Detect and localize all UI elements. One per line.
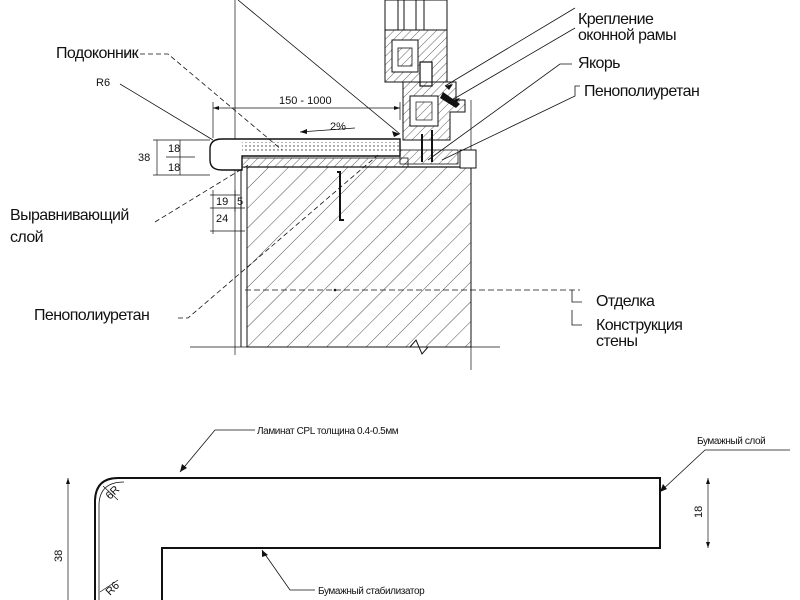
section-view: Крепление оконной рамы Якорь Пенополиуре…: [10, 0, 700, 370]
label-paper-layer: Бумажный слой: [697, 436, 765, 447]
dim-detail-total: 38: [53, 550, 65, 562]
anchor: [337, 171, 344, 221]
label-paper-stabilizer: Бумажный стабилизатор: [318, 585, 425, 597]
label-radius-detail-bottom: R6: [104, 580, 122, 598]
window-frame: [384, 0, 466, 162]
label-laminate: Ламинат CPL толщина 0.4-0.5мм: [257, 426, 399, 437]
frame-support: [459, 149, 477, 169]
dim-sill-depth: 150 - 1000: [279, 95, 332, 107]
dim-thickness-total: 38: [138, 152, 150, 164]
window-sill: [209, 138, 401, 171]
label-finish: Отделка: [596, 293, 655, 310]
label-pu-foam-top: Пенополиуретан: [584, 83, 699, 100]
dimensions: [153, 102, 401, 234]
label-leveling-2: слой: [10, 229, 43, 246]
dim-gap: 5: [237, 196, 243, 208]
label-pu-foam-bottom: Пенополиуретан: [34, 307, 149, 324]
label-radius-top: R6: [96, 77, 110, 89]
dim-slope: 2%: [330, 121, 346, 133]
dim-overhang-total: 24: [216, 213, 228, 225]
dim-thickness-lower: 18: [168, 162, 180, 174]
label-sill: Подоконник: [56, 45, 140, 62]
label-wall-structure-2: стены: [596, 333, 637, 350]
profile-detail: Ламинат CPL толщина 0.4-0.5мм Бумажный с…: [53, 426, 790, 600]
label-frame-fixing-1: Крепление: [578, 11, 654, 28]
dim-overhang: 19: [216, 196, 228, 208]
leader-laminate: [179, 429, 255, 473]
pu-foam: [399, 149, 459, 165]
leader-paper-layer: [659, 449, 790, 493]
label-wall-structure-1: Конструкция: [596, 317, 682, 334]
leveling-layer: [232, 157, 409, 168]
dim-thickness-upper: 18: [168, 143, 180, 155]
label-anchor: Якорь: [578, 55, 620, 72]
leader-lines: [119, 0, 582, 326]
radius-corner: [94, 477, 119, 600]
label-leveling-1: Выравнивающий: [10, 207, 129, 224]
wall-structure: [240, 160, 580, 355]
leader-paper-stabilizer: [261, 549, 315, 591]
laminate-outline: [118, 477, 661, 600]
dim-detail-upper: 18: [693, 506, 705, 518]
label-frame-fixing-2: оконной рамы: [578, 27, 676, 44]
